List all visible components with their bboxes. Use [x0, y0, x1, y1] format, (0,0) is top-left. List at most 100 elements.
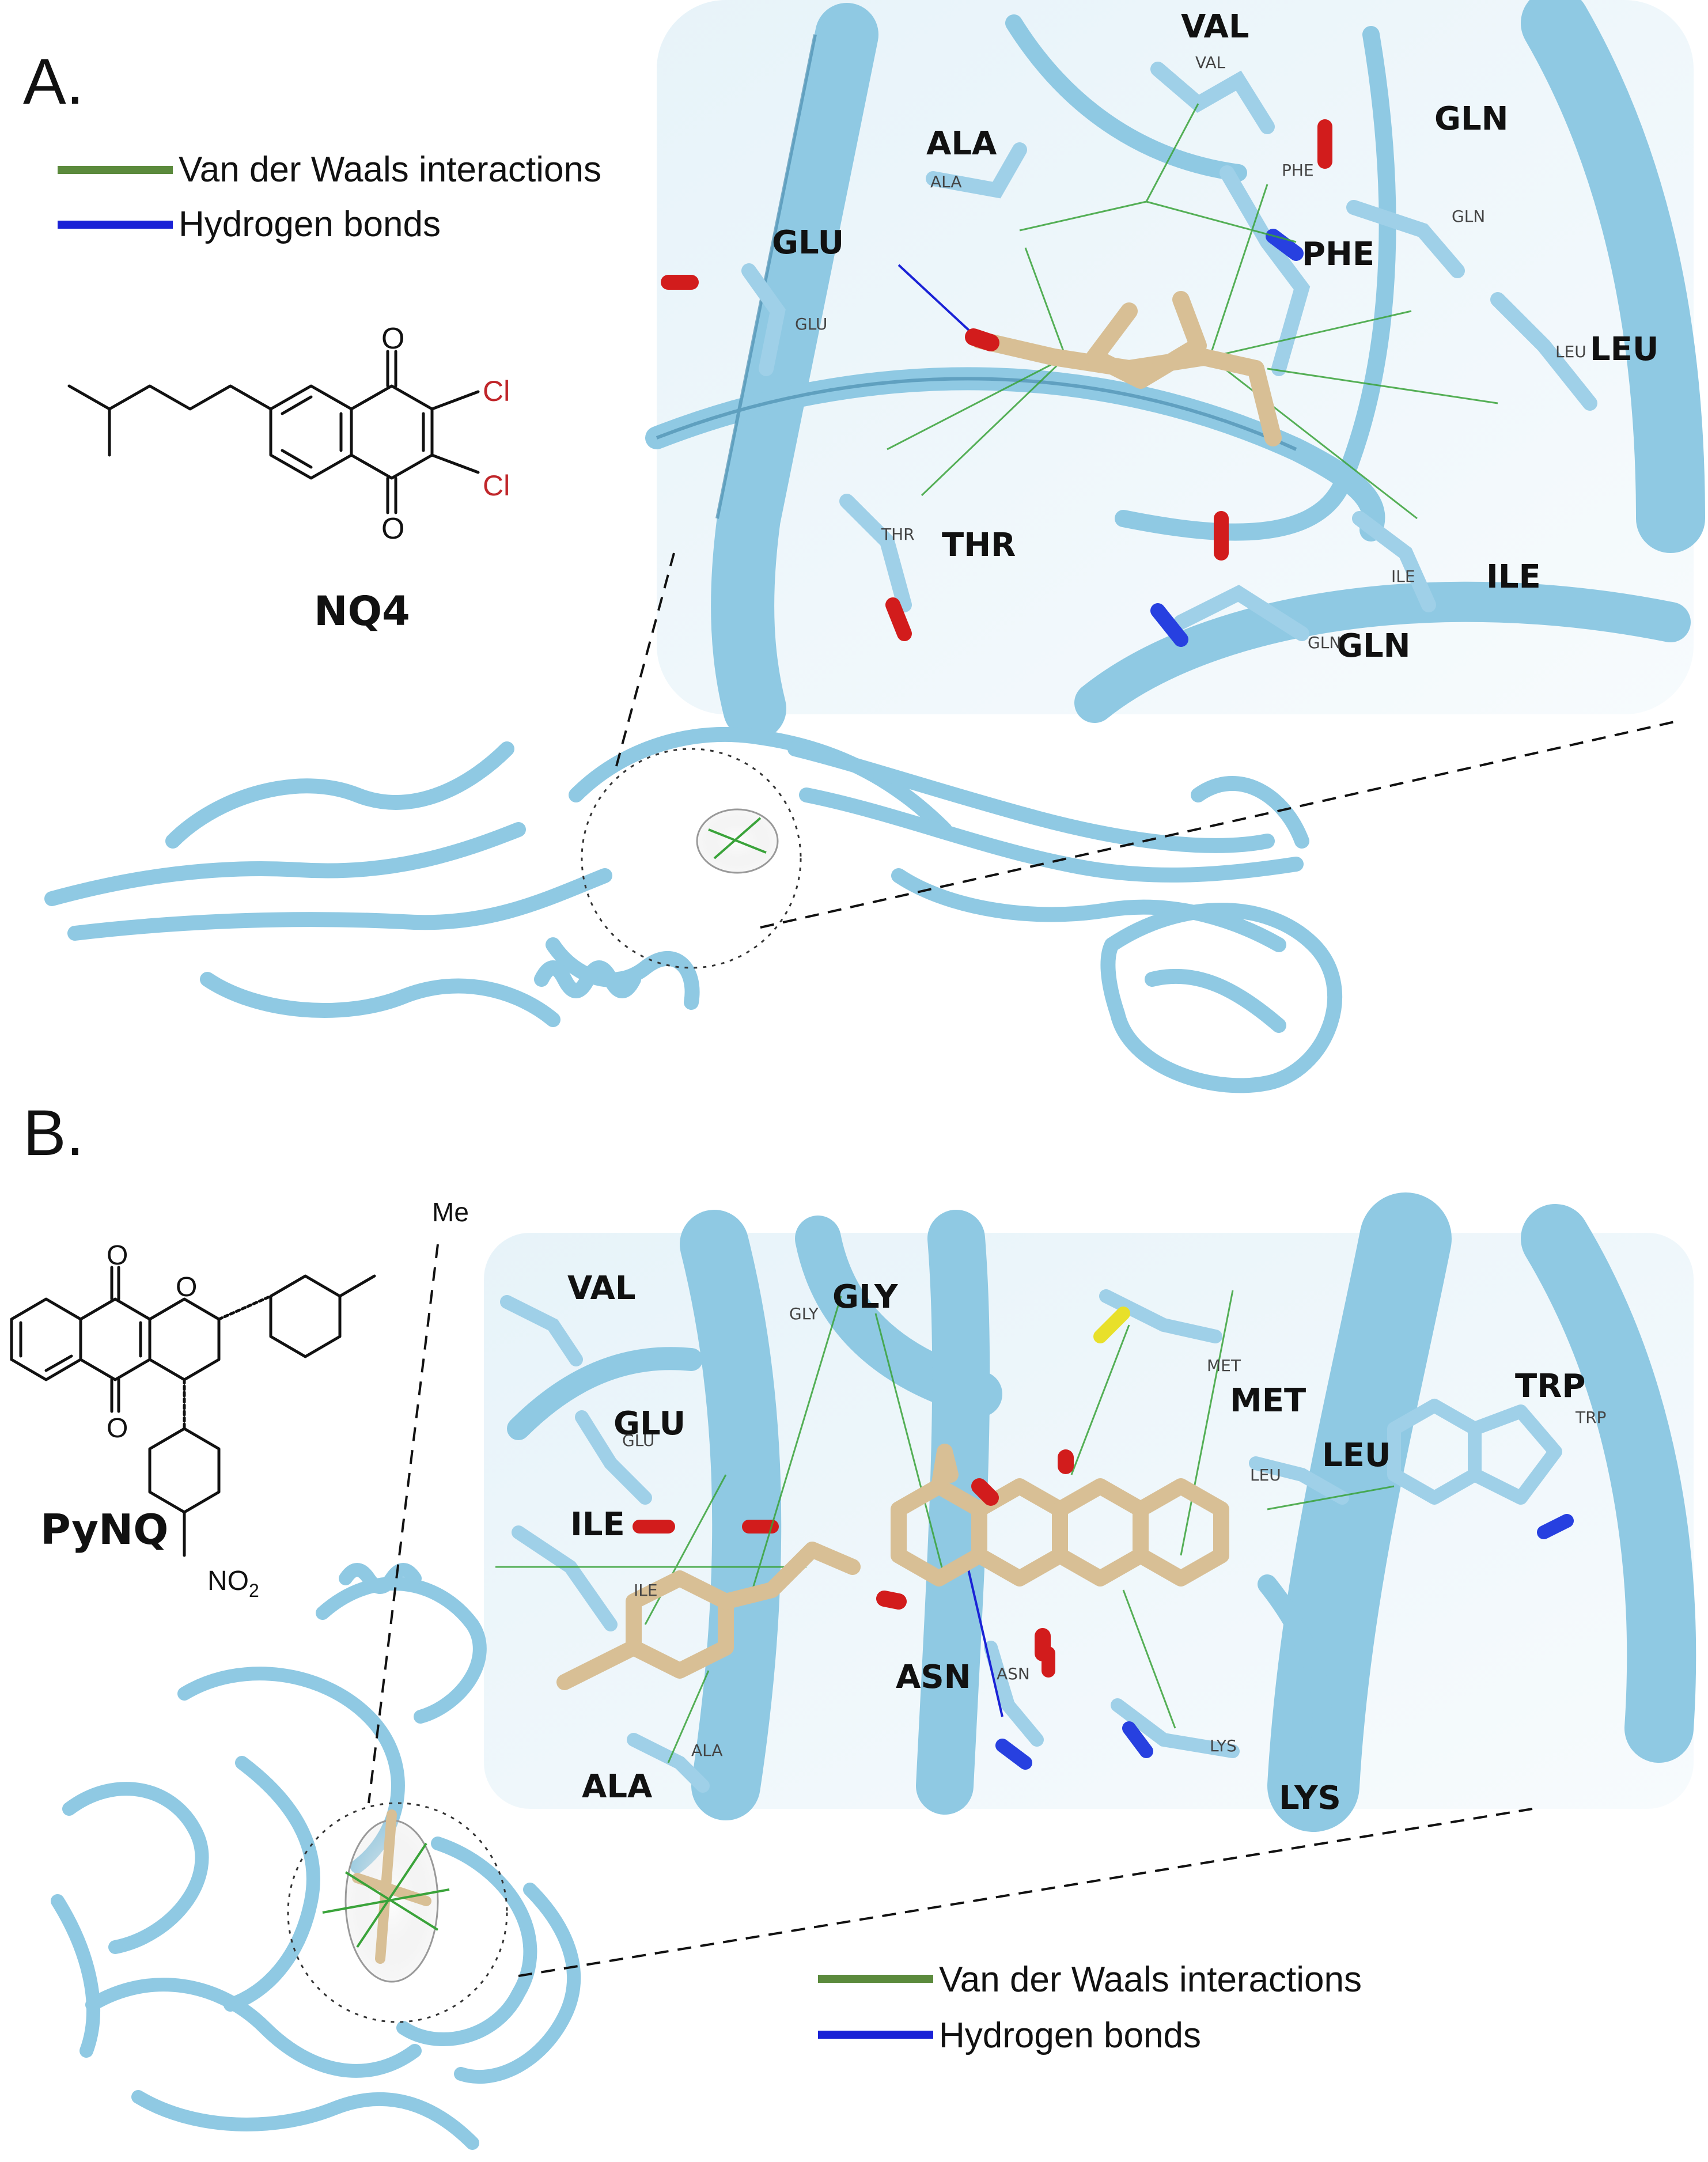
res-b-trp: TRP — [1515, 1368, 1585, 1405]
res-a-ile-small: ILE — [1391, 567, 1415, 586]
vdw-a-10 — [1024, 247, 1067, 358]
atom-a-o4 — [885, 597, 912, 641]
vdw-b-3 — [874, 1313, 946, 1579]
nq4-cl-bond-bottom — [430, 453, 480, 474]
protein-b-loop-6 — [131, 2090, 479, 2150]
res-b-leu-small: LEU — [1250, 1466, 1281, 1485]
res-b-gly: GLY — [832, 1278, 899, 1316]
panel-b: B. O O O Me NO2 PyNQ — [10, 1097, 1696, 2150]
ribbon-a-edge-1 — [656, 377, 1297, 451]
vdw-b-5 — [1180, 1290, 1234, 1556]
trp-pyrrole — [1468, 1404, 1562, 1505]
vdw-b-4 — [1070, 1324, 1130, 1475]
ribbon-a-5 — [1074, 581, 1691, 723]
ribbon-a-6 — [1005, 14, 1247, 181]
nq4-oxygen-top: O — [381, 322, 404, 355]
zoom-a-ligand — [971, 291, 1282, 446]
protein-a-loop-4 — [891, 868, 1286, 952]
ligand-b-o4 — [971, 1478, 999, 1506]
res-a-glu: GLU — [772, 224, 844, 262]
legend-b-hbond-label: Hydrogen bonds — [939, 2016, 1201, 2055]
vdw-b-7 — [1122, 1589, 1176, 1729]
res-a-gln1: GLN — [1434, 100, 1509, 138]
ligand-b-ring-4 — [1133, 1478, 1229, 1587]
stick-thr — [839, 494, 912, 612]
stick-leu — [1490, 292, 1597, 411]
ligand-b-linker — [718, 1542, 861, 1610]
nq4-name: NQ4 — [314, 588, 410, 635]
zoom-a-ligand-oxygen — [965, 328, 999, 351]
zoom-b-ligand — [556, 1444, 1229, 1690]
panel-a-letter: A. — [23, 46, 84, 118]
legend-a: Van der Waals interactions Hydrogen bond… — [58, 150, 601, 244]
stick-ile — [1352, 511, 1436, 612]
protein-b-pocket-contacts — [322, 1842, 450, 1948]
ribbon-b-6 — [507, 1347, 703, 1440]
zoom-a-hbond-line — [897, 264, 980, 341]
pynq-pyran-ring — [148, 1297, 221, 1381]
res-b-lys: LYS — [1279, 1779, 1341, 1817]
pynq-name: PyNQ — [40, 1505, 169, 1554]
res-a-ala-small: ALA — [930, 172, 962, 191]
protein-b-pocket-circle — [287, 1802, 508, 2023]
zoom-b-trp-nitrogen — [1537, 1514, 1574, 1539]
panel-b-letter: B. — [23, 1097, 84, 1169]
vdw-a-4 — [887, 356, 1066, 450]
stick-b-leu — [1249, 1456, 1349, 1505]
protein-a-loop-6 — [546, 937, 700, 1010]
legend-b-vdw-label: Van der Waals interactions — [939, 1960, 1362, 2000]
atom-b-n2 — [1122, 1721, 1153, 1758]
protein-b-loop-5 — [396, 1837, 537, 2046]
protein-a-strand-1 — [44, 822, 526, 906]
res-b-leu: LEU — [1322, 1437, 1391, 1474]
stick-b-lys — [1111, 1698, 1240, 1758]
vdw-a-7 — [921, 356, 1067, 497]
legend-b: Van der Waals interactions Hydrogen bond… — [818, 1960, 1362, 2055]
res-a-ile: ILE — [1486, 558, 1541, 596]
pynq-nitro-main: NO — [207, 1566, 249, 1596]
pynq-ring-oxygen: O — [176, 1272, 197, 1302]
ribbon-b-3 — [916, 1210, 990, 1815]
res-b-glu: GLU — [613, 1405, 686, 1442]
vdw-b-2 — [748, 1296, 842, 1602]
nq4-cl-top: Cl — [483, 375, 510, 407]
atom-a-n1 — [1266, 229, 1304, 261]
stick-b-asn — [984, 1641, 1044, 1747]
res-b-ala: ALA — [582, 1768, 653, 1805]
nq4-benzene-double-3 — [281, 395, 313, 415]
res-a-leu-small: LEU — [1555, 342, 1586, 361]
ligand-b-o1 — [876, 1591, 907, 1610]
res-b-met: MET — [1230, 1382, 1306, 1419]
res-a-thr-small: THR — [881, 525, 915, 544]
res-a-phe-small: PHE — [1282, 161, 1314, 180]
nq4-cl-bond-top — [430, 390, 480, 411]
res-b-gly-small: GLY — [789, 1304, 819, 1323]
ligand-a-ring — [1086, 291, 1207, 389]
protein-a-loop-2 — [200, 972, 561, 1027]
res-a-leu: LEU — [1590, 331, 1658, 368]
res-b-ile-small: ILE — [634, 1581, 658, 1600]
pocket-b-vdw-2 — [356, 1842, 427, 1948]
vdw-a-2 — [1019, 200, 1147, 232]
ribbon-b-5 — [1521, 1204, 1696, 1763]
atom-a-n2 — [1150, 603, 1188, 647]
stick-glu — [741, 263, 786, 376]
vdw-a-1 — [1145, 103, 1199, 202]
res-b-trp-small: TRP — [1575, 1408, 1606, 1427]
protein-a-loop-3 — [569, 726, 952, 837]
protein-a-strand-4 — [799, 787, 1304, 883]
zoom-b-guide-left — [368, 1244, 439, 1804]
atom-b-n1 — [995, 1739, 1032, 1770]
pynq-aryl-bond — [217, 1294, 272, 1321]
stick-b-met — [1099, 1289, 1222, 1343]
res-b-asn-small: ASN — [997, 1664, 1030, 1683]
protein-a-domain-2b — [1145, 968, 1286, 1033]
nq4-structure — [67, 350, 480, 514]
protein-a-overview — [44, 726, 1342, 1093]
vdw-a-8 — [1267, 368, 1498, 404]
res-b-ala-small: ALA — [691, 1741, 723, 1760]
zoom-b: VAL GLY GLY TRP TRP MET MET GLU GLU LEU … — [484, 1192, 1696, 1832]
protein-a-helix — [534, 960, 641, 998]
protein-a-loop-5 — [1191, 776, 1309, 849]
protein-b-loop-8 — [454, 1883, 581, 2084]
